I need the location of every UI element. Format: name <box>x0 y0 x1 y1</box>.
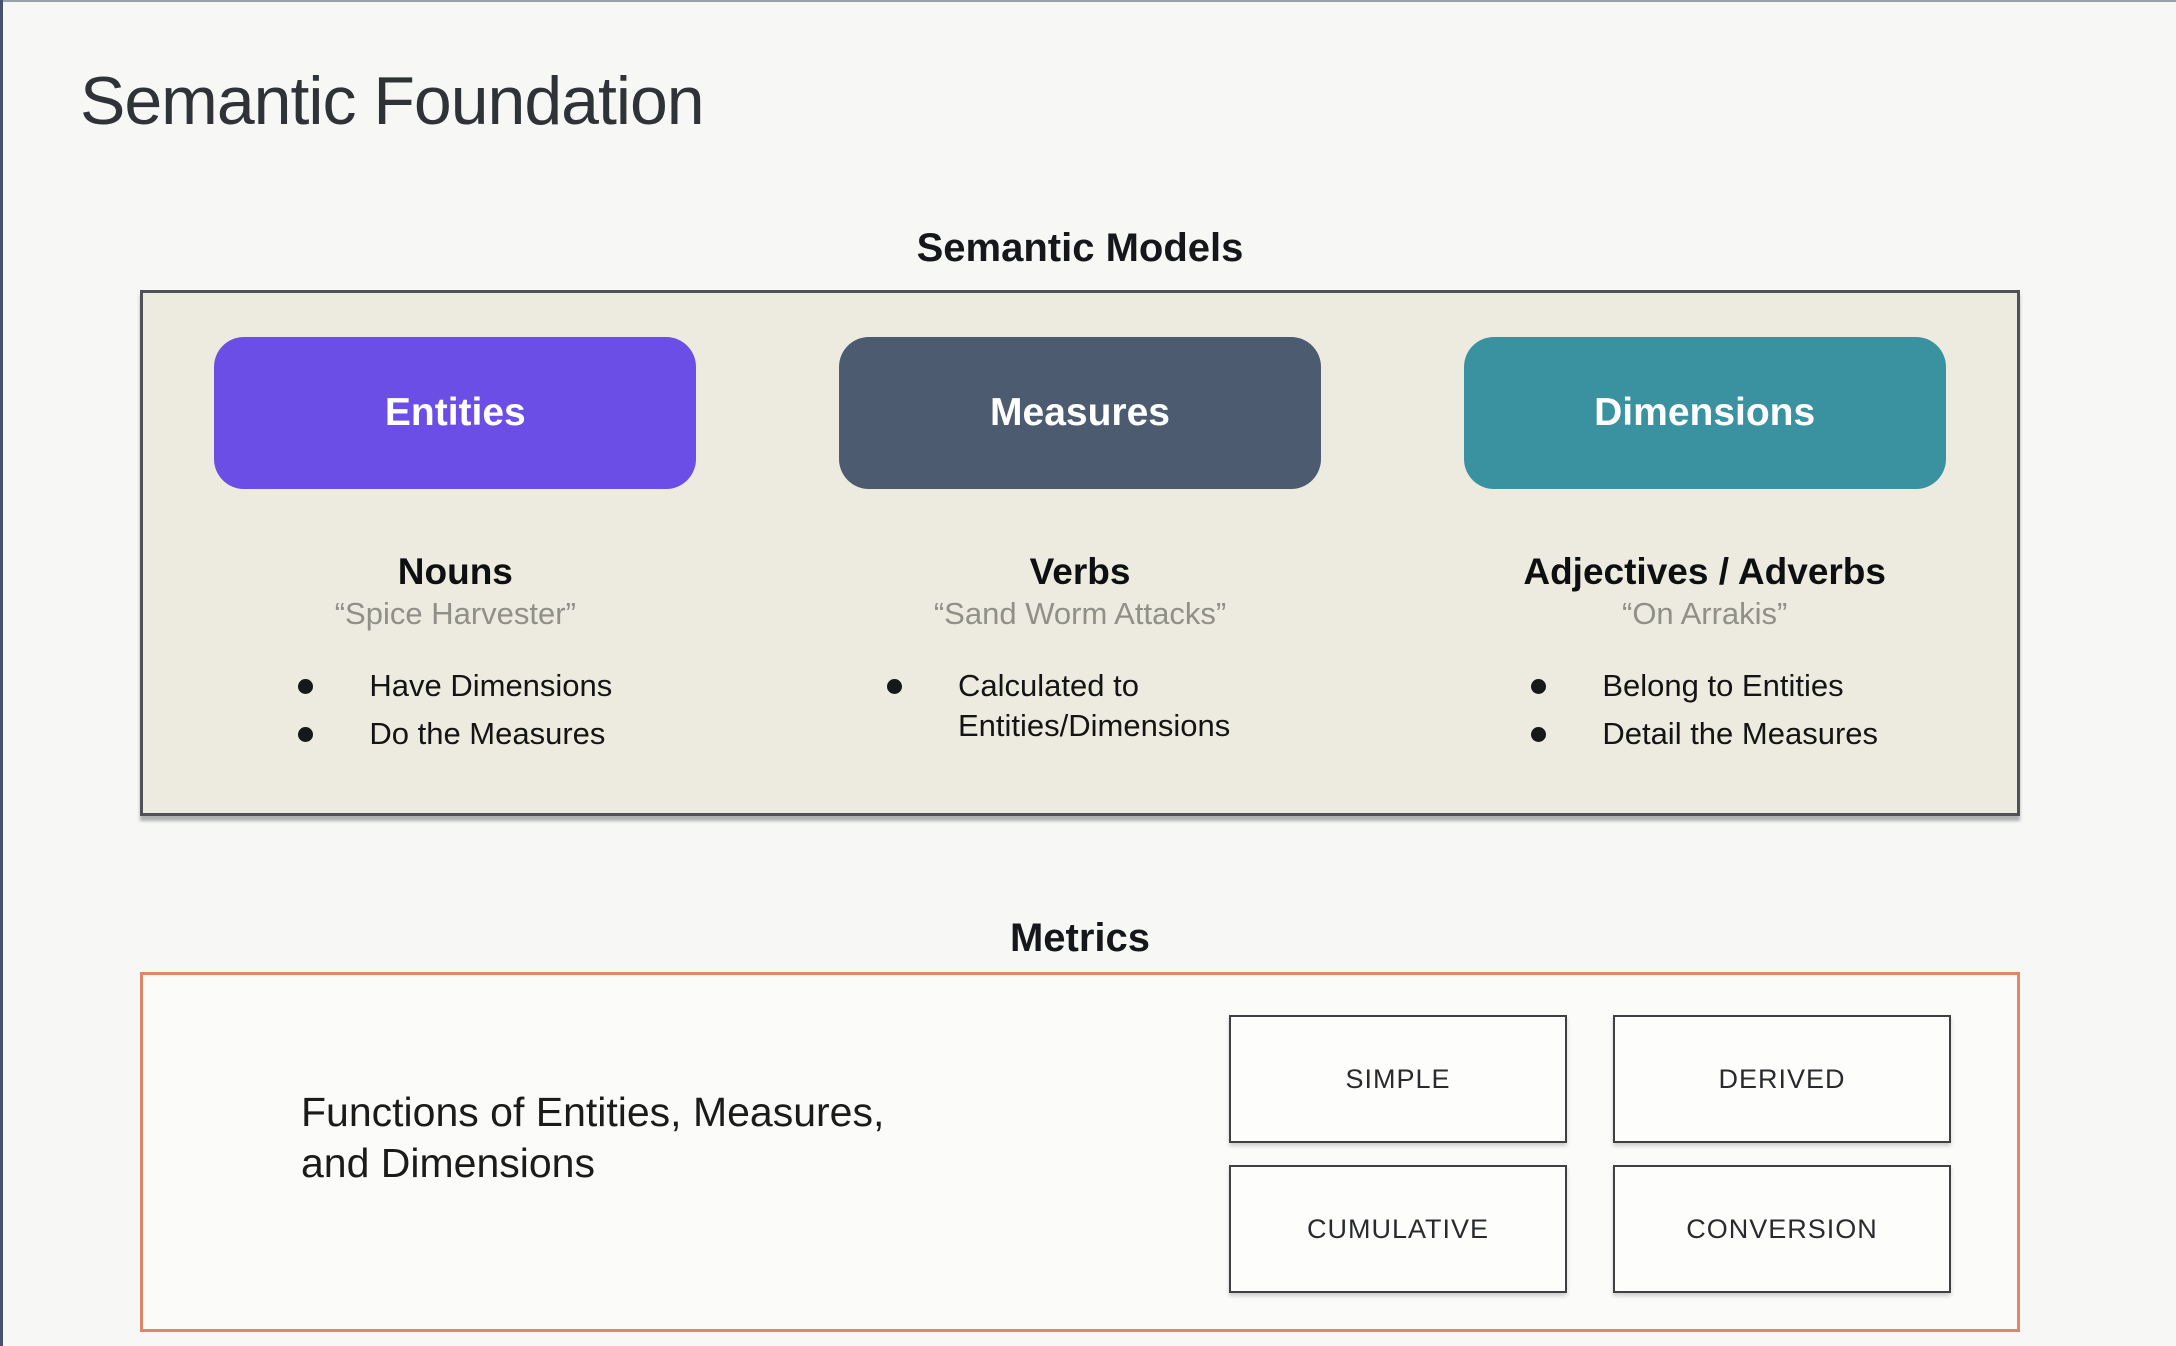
window-top-edge <box>0 0 2176 2</box>
dimensions-example-quote: “On Arrakis” <box>1622 596 1788 631</box>
entities-pill: Entities <box>214 337 697 489</box>
list-item: Have Dimensions <box>298 666 612 706</box>
entities-bullet-list: Have Dimensions Do the Measures <box>298 666 612 755</box>
metrics-description: Functions of Entities, Measures, and Dim… <box>301 1089 885 1186</box>
metric-type-cumulative: CUMULATIVE <box>1229 1165 1567 1293</box>
entities-example-quote: “Spice Harvester” <box>334 596 576 631</box>
metric-type-derived: DERIVED <box>1613 1015 1951 1143</box>
bullet-text: Detail the Measures <box>1602 716 1879 752</box>
window-left-edge <box>0 0 3 1346</box>
slide-title: Semantic Foundation <box>80 63 705 139</box>
bullet-marker <box>298 679 314 694</box>
bullet-marker <box>1531 727 1547 743</box>
metric-types-grid: SIMPLE DERIVED CUMULATIVE CONVERSION <box>1229 1015 1951 1293</box>
column-measures: Measures Verbs “Sand Worm Attacks” Calcu… <box>768 293 1393 813</box>
metrics-panel: Functions of Entities, Measures, and Dim… <box>140 972 2020 1332</box>
list-item: Detail the Measures <box>1531 714 1878 754</box>
dimensions-bullet-list: Belong to Entities Detail the Measures <box>1531 666 1878 755</box>
metrics-heading: Metrics <box>1009 916 1151 960</box>
metric-type-conversion: CONVERSION <box>1613 1165 1951 1293</box>
measures-word-class: Verbs <box>1029 551 1131 592</box>
measures-bullet-list: Calculated to Entities/Dimensions <box>887 666 1273 747</box>
semantic-models-heading: Semantic Models <box>916 226 1244 270</box>
metric-type-simple: SIMPLE <box>1229 1015 1567 1143</box>
list-item: Calculated to Entities/Dimensions <box>887 666 1273 747</box>
column-dimensions: Dimensions Adjectives / Adverbs “On Arra… <box>1392 293 2017 813</box>
list-item: Belong to Entities <box>1531 666 1878 706</box>
bullet-text: Calculated to Entities/Dimensions <box>958 668 1231 744</box>
bullet-text: Have Dimensions <box>369 668 613 703</box>
measures-pill: Measures <box>839 337 1321 489</box>
dimensions-word-class: Adjectives / Adverbs <box>1523 551 1886 592</box>
bullet-text: Belong to Entities <box>1602 668 1844 703</box>
measures-example-quote: “Sand Worm Attacks” <box>933 596 1227 631</box>
dimensions-pill: Dimensions <box>1463 337 1946 489</box>
bullet-marker <box>298 727 314 743</box>
bullet-marker <box>887 679 902 694</box>
list-item: Do the Measures <box>298 714 612 754</box>
semantic-models-panel: Entities Nouns “Spice Harvester” Have Di… <box>140 290 2020 816</box>
column-entities: Entities Nouns “Spice Harvester” Have Di… <box>143 293 768 813</box>
bullet-marker <box>1531 679 1547 694</box>
bullet-text: Do the Measures <box>369 716 606 752</box>
entities-word-class: Nouns <box>397 551 513 592</box>
